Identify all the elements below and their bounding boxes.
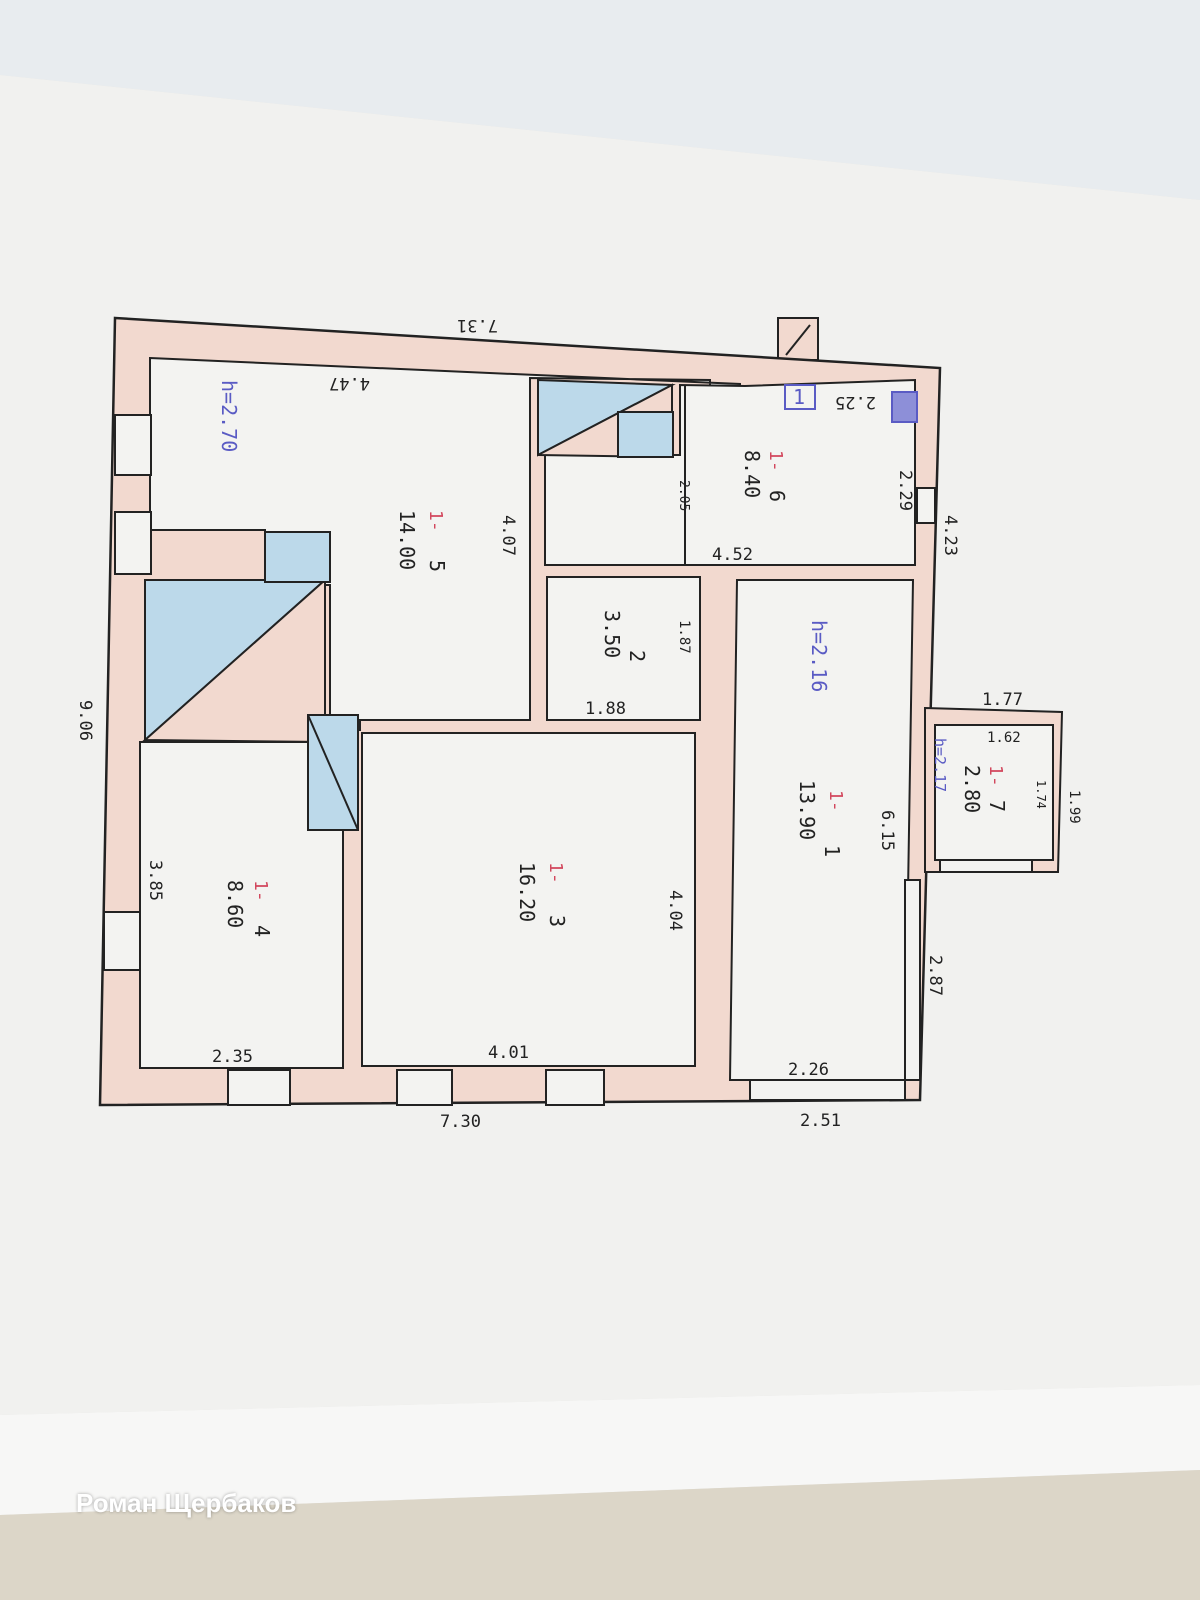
sink-label: 1 [793, 385, 805, 409]
stove-burner-box [617, 411, 674, 458]
svg-text:h=2.16: h=2.16 [807, 620, 831, 692]
svg-text:2.26: 2.26 [788, 1060, 829, 1080]
svg-text:1.99: 1.99 [1066, 790, 1082, 824]
table-surface [0, 1470, 1200, 1600]
svg-text:1.62: 1.62 [987, 730, 1021, 746]
svg-text:1: 1 [820, 845, 844, 857]
room-7-label: 1- 7 2.80 h=2.17 [931, 738, 1009, 813]
svg-text:h=2.70: h=2.70 [217, 380, 241, 452]
inner-dimensions: 4.47 4.07 2.05 2.25 2.29 4.52 1.87 1.88 … [145, 373, 1082, 1131]
svg-text:1.88: 1.88 [585, 699, 626, 719]
stair-pink [142, 577, 326, 744]
svg-text:13.90: 13.90 [795, 780, 819, 840]
svg-text:1.87: 1.87 [676, 620, 692, 654]
stove-symbol [891, 391, 918, 423]
svg-text:8.40: 8.40 [740, 450, 764, 498]
svg-text:4.47: 4.47 [329, 373, 370, 393]
room-3 [361, 732, 696, 1067]
svg-text:2.29: 2.29 [895, 470, 915, 511]
svg-text:3.85: 3.85 [145, 860, 165, 901]
room-2-label: 2 3.50 [600, 610, 649, 662]
svg-text:1-: 1- [545, 862, 566, 884]
svg-text:3: 3 [545, 915, 569, 927]
svg-text:2: 2 [625, 650, 649, 662]
svg-text:2.51: 2.51 [800, 1111, 841, 1131]
svg-text:6: 6 [765, 490, 789, 502]
svg-text:8.60: 8.60 [223, 880, 247, 928]
svg-text:1.77: 1.77 [982, 690, 1023, 710]
watermark: Роман Щербаков [76, 1488, 297, 1518]
svg-text:4.07: 4.07 [498, 515, 518, 556]
stair-diagonal [307, 714, 359, 831]
graph-paper-sheet [0, 0, 1200, 200]
svg-text:3.50: 3.50 [600, 610, 624, 658]
dim-right: 4.23 [940, 515, 960, 556]
stove-burner-box-2 [264, 531, 331, 583]
svg-text:7: 7 [985, 800, 1009, 812]
svg-text:4.52: 4.52 [712, 545, 753, 565]
room-7 [934, 724, 1054, 861]
svg-text:1-: 1- [825, 790, 846, 812]
dim-bottom: 7.30 [440, 1112, 481, 1132]
svg-text:4.01: 4.01 [488, 1043, 529, 1063]
svg-text:2.87: 2.87 [925, 955, 945, 996]
room-2 [546, 576, 701, 721]
svg-text:1-: 1- [425, 510, 446, 532]
svg-text:16.20: 16.20 [515, 862, 539, 922]
svg-text:2.35: 2.35 [212, 1047, 253, 1067]
room-1-label: 1 13.90 1- h=2.16 [795, 620, 846, 857]
svg-text:14.00: 14.00 [395, 510, 419, 570]
room-5-label: 1- 5 14.00 h=2.70 [217, 380, 449, 572]
svg-text:2.05: 2.05 [676, 480, 691, 511]
svg-text:2.25: 2.25 [835, 392, 876, 412]
svg-text:1-: 1- [765, 450, 786, 472]
svg-text:5: 5 [425, 560, 449, 572]
chimney-hatch [785, 324, 811, 356]
dim-left: 9.06 [75, 700, 95, 741]
svg-text:4: 4 [250, 925, 274, 937]
svg-text:h=2.17: h=2.17 [931, 738, 949, 792]
svg-text:6.15: 6.15 [877, 810, 897, 851]
svg-text:1-: 1- [985, 765, 1006, 787]
room-6 [544, 378, 916, 566]
dim-top: 7.31 [457, 315, 498, 335]
room-6-label: 1- 6 8.40 [740, 450, 789, 502]
svg-text:4.04: 4.04 [665, 890, 685, 931]
svg-text:2.80: 2.80 [960, 765, 984, 813]
svg-text:1-: 1- [250, 880, 271, 902]
paper-edge [0, 1385, 1200, 1515]
svg-text:1.74: 1.74 [1034, 780, 1048, 809]
sink-symbol [784, 384, 816, 410]
windows [103, 414, 1033, 1106]
room-4-label: 1- 4 8.60 [223, 880, 274, 937]
room-3-label: 1- 3 16.20 [515, 862, 569, 927]
